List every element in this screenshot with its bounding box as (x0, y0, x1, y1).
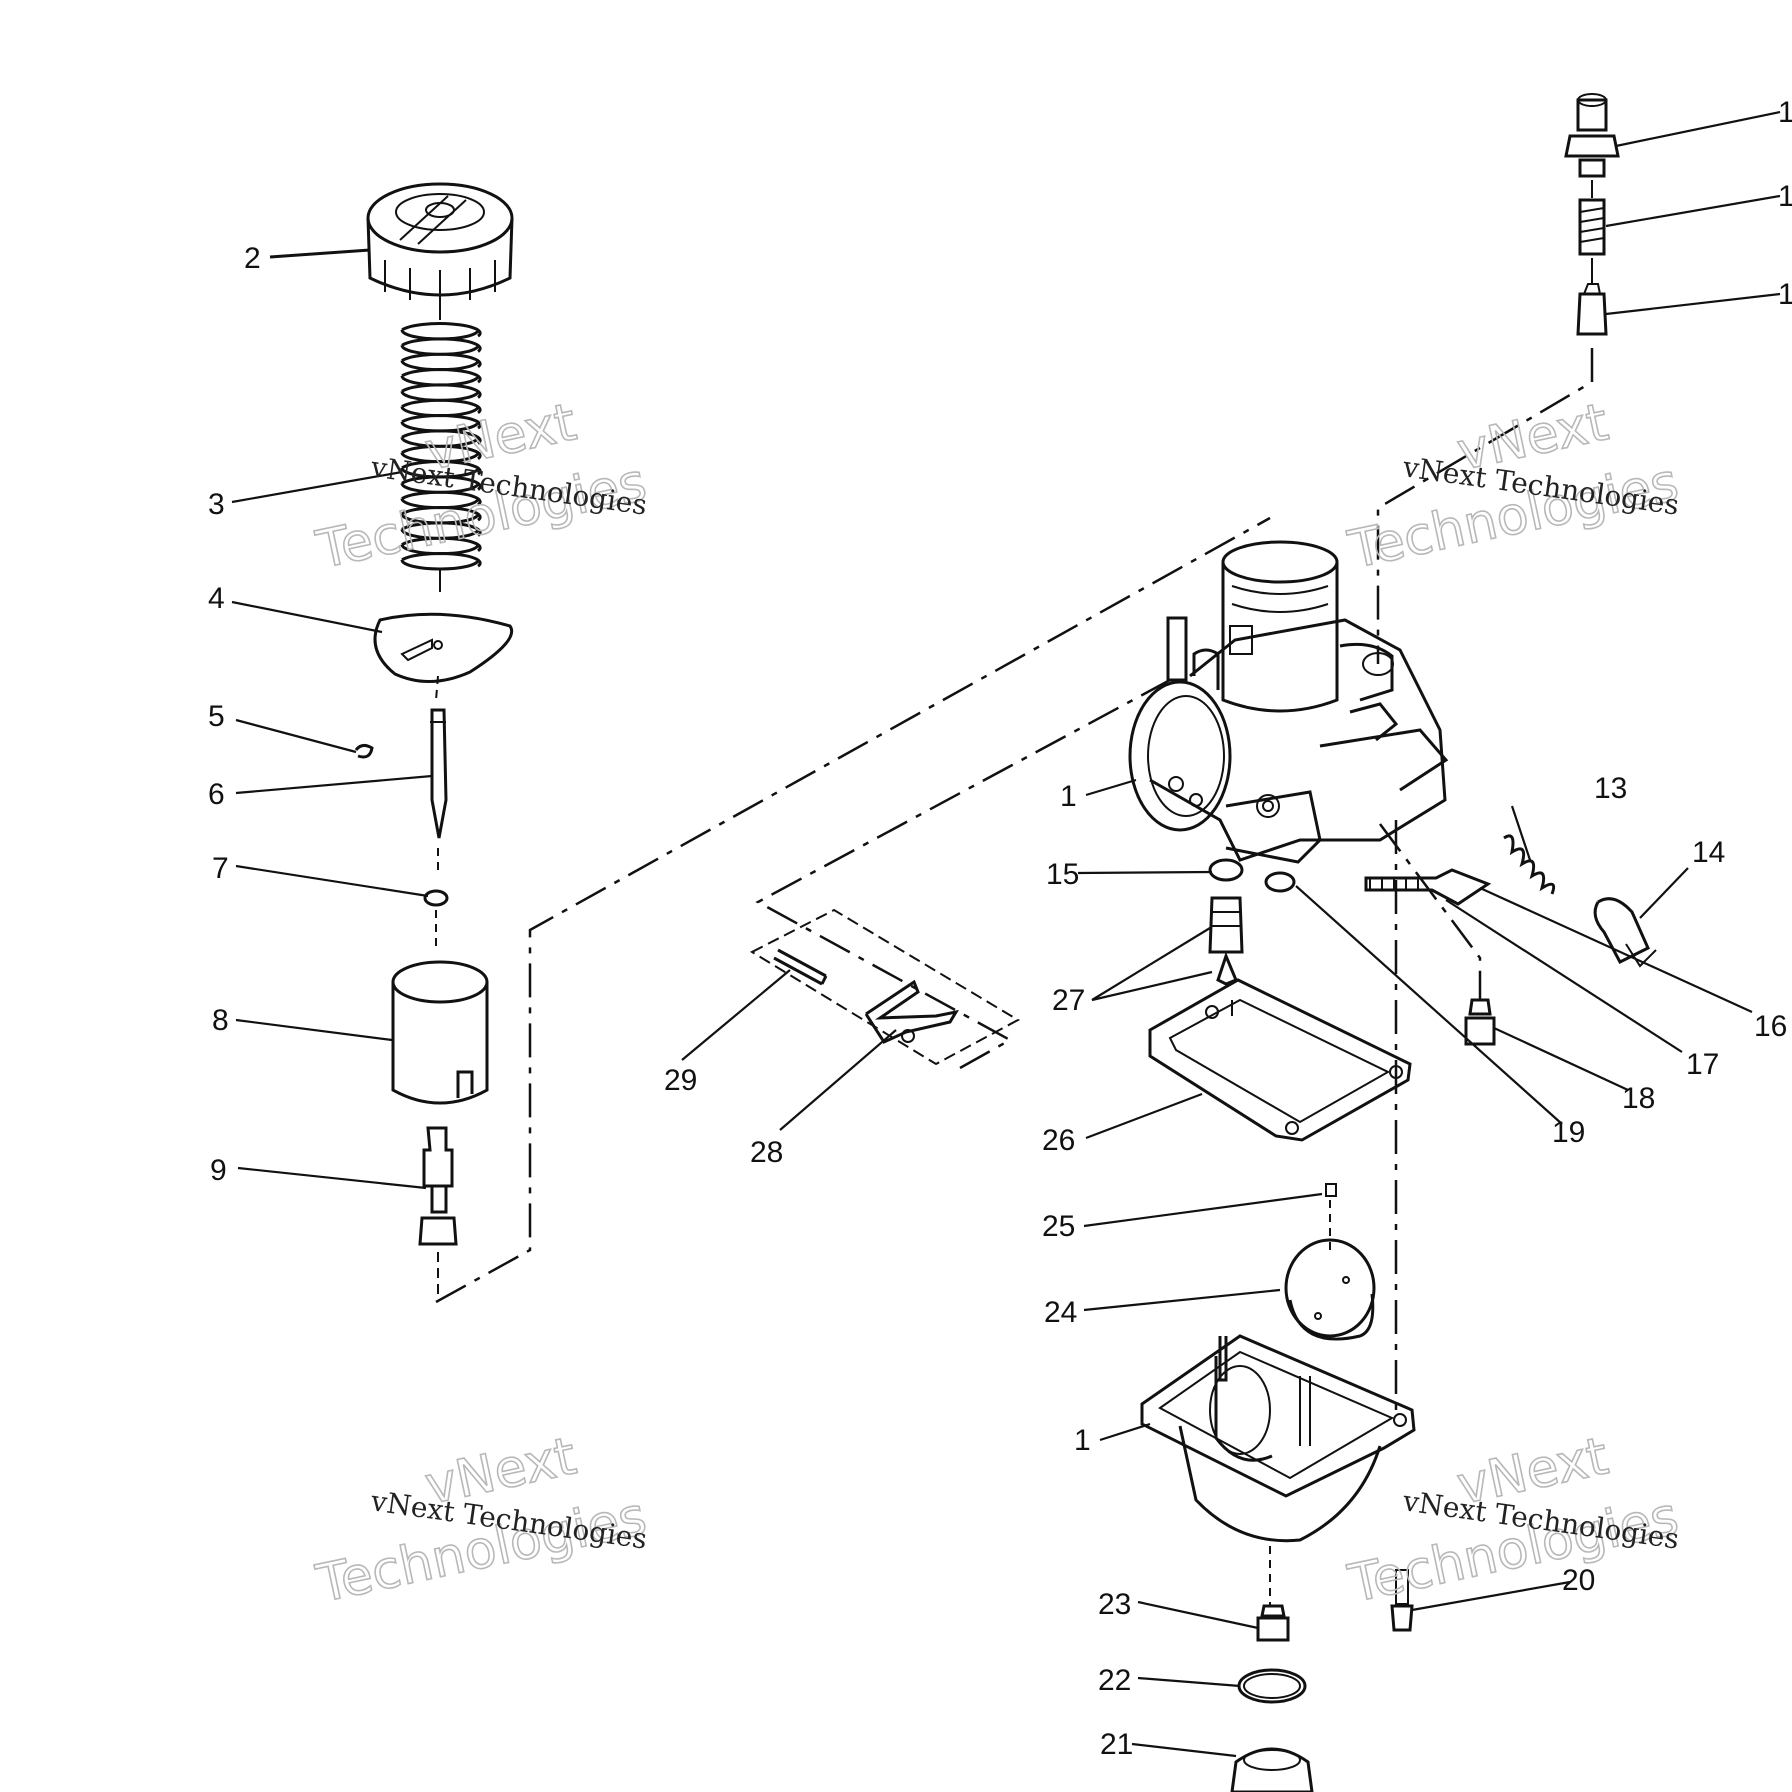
callout-24: 24 (1044, 1296, 1077, 1329)
watermark-top-right: vNext Technologies vNext Technologies (1342, 392, 1684, 582)
part-cap (366, 182, 514, 302)
watermark-bottom-left: vNext Technologies vNext Technologies (310, 1426, 652, 1616)
callout-1-carb-body: 1 (1060, 780, 1077, 813)
part-bowl-gasket (1148, 978, 1412, 1142)
callout-25: 25 (1042, 1210, 1075, 1243)
callout-3: 3 (208, 488, 225, 521)
part-needle (430, 708, 448, 839)
part-gasket-19 (1264, 871, 1296, 893)
callout-11: 11 (1778, 180, 1792, 213)
callout-26: 26 (1042, 1124, 1075, 1157)
callout-28: 28 (750, 1136, 783, 1169)
leader-lines (231, 110, 1781, 1758)
part-float-bowl (1140, 1334, 1416, 1543)
callout-18: 18 (1622, 1082, 1655, 1115)
part-pilot-screw (1593, 897, 1657, 968)
part-spring (400, 322, 482, 571)
callout-19: 19 (1552, 1116, 1585, 1149)
callout-8: 8 (212, 1004, 229, 1037)
phantom-line-slide (435, 516, 1271, 1304)
part-jet-10 (1564, 93, 1620, 178)
phantom-line-drain (1378, 823, 1482, 1000)
part-throttle-slide (391, 960, 489, 1105)
callout-9: 9 (210, 1154, 227, 1187)
part-needle-valve (1216, 951, 1238, 986)
part-float-arm (749, 908, 1021, 1066)
callout-10: 10 (1778, 96, 1792, 129)
callout-16: 16 (1754, 1010, 1787, 1043)
callout-21: 21 (1100, 1728, 1133, 1761)
part-float-pin (1325, 1183, 1337, 1197)
callout-17: 17 (1686, 1048, 1719, 1081)
part-clip (354, 743, 374, 759)
callout-4: 4 (208, 582, 225, 615)
callout-20: 20 (1562, 1564, 1595, 1597)
watermark-bottom-right: vNext Technologies vNext Technologies (1342, 1426, 1684, 1616)
part-pilot-spring (1503, 834, 1556, 895)
callout-14: 14 (1692, 836, 1725, 869)
callout-27: 27 (1052, 984, 1085, 1017)
part-main-jet (1256, 1604, 1290, 1642)
part-plate (373, 612, 513, 684)
part-gasket-15 (1208, 858, 1244, 882)
callout-15: 15 (1046, 858, 1079, 891)
part-idle-screw (1364, 868, 1492, 906)
callout-7: 7 (212, 852, 229, 885)
part-spring-11 (1578, 198, 1606, 256)
callout-5: 5 (208, 700, 225, 733)
part-needle-valve-seat (1208, 896, 1244, 954)
callout-29: 29 (664, 1064, 697, 1097)
callout-23: 23 (1098, 1588, 1131, 1621)
callout-2: 2 (244, 242, 261, 275)
callout-1-float-bowl: 1 (1074, 1424, 1091, 1457)
callout-13: 13 (1594, 772, 1627, 805)
part-screw-20 (1390, 1569, 1414, 1632)
part-needle-jet (418, 1126, 458, 1246)
phantom-line-pilot-jet (1376, 348, 1594, 664)
part-drain-plug-21 (1230, 1747, 1314, 1792)
callout-22: 22 (1098, 1664, 1131, 1697)
callout-6: 6 (208, 778, 225, 811)
part-carburetor-body (1128, 540, 1449, 864)
part-jet-12 (1576, 283, 1608, 336)
watermark-top-left: vNext Technologies vNext Technologies (310, 392, 652, 582)
part-plug-18 (1464, 998, 1496, 1046)
part-washer (423, 889, 449, 907)
callout-12: 12 (1778, 278, 1792, 311)
phantom-line-float-valve (755, 678, 1171, 1070)
part-float (1284, 1238, 1376, 1341)
callout-numbers: 1 1 2 3 4 5 6 7 8 9 13 14 15 16 17 18 19… (208, 96, 1792, 1761)
